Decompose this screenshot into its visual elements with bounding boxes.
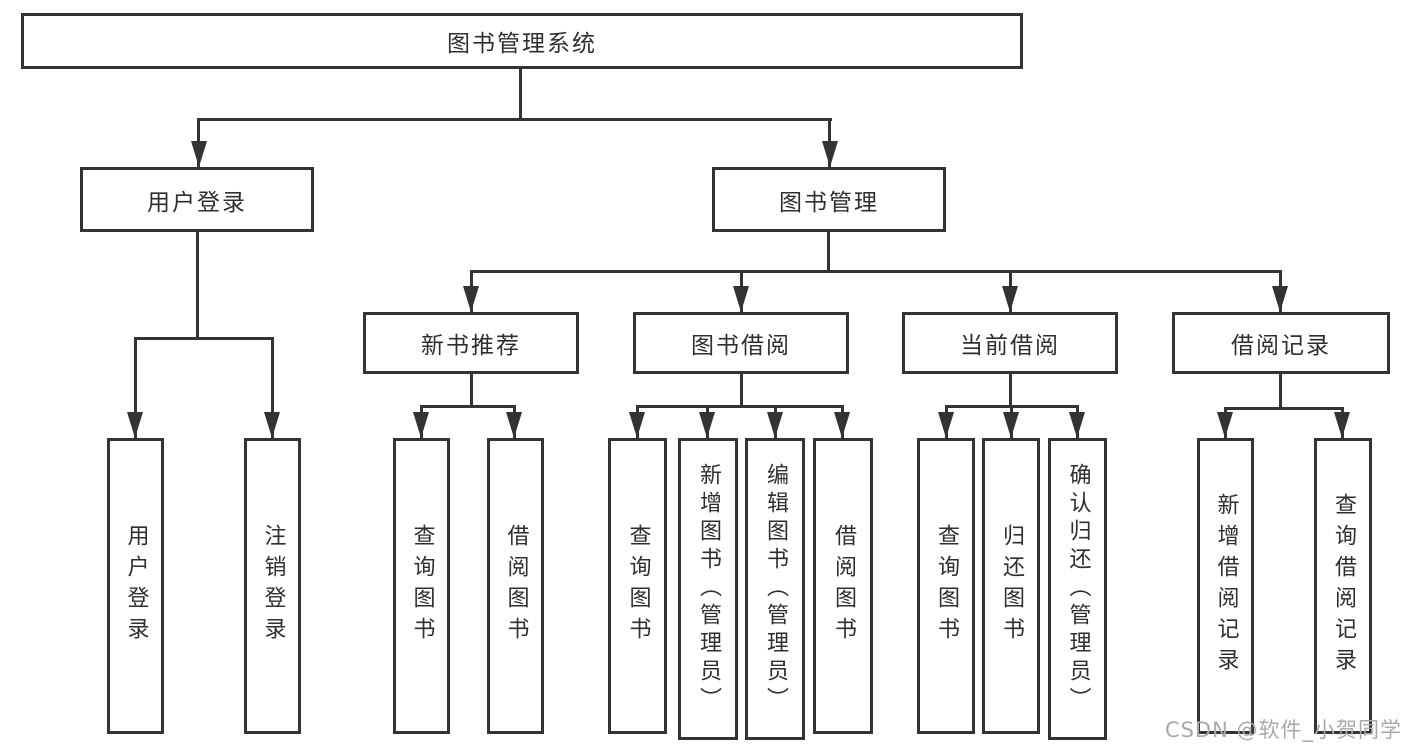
arrowhead-user-login	[191, 141, 207, 167]
leaf-query-books-newbook-label: 查询图书	[409, 524, 435, 648]
connector-borrow-stem	[740, 374, 743, 405]
arrowhead-e1	[1217, 412, 1233, 438]
leaf-user-login-label: 用户登录	[123, 524, 149, 648]
watermark: CSDN @软件_小贺同学	[1164, 718, 1402, 742]
leaf-confirm-return-admin-label: 确认归还（管理员）	[1065, 463, 1091, 715]
leaf-logout-label: 注销登录	[260, 524, 286, 648]
leaf-logout: 注销登录	[244, 438, 301, 734]
arrowhead-records	[1272, 286, 1288, 312]
leaf-borrow-books-newbook-label: 借阅图书	[503, 524, 529, 648]
node-book-borrow-label: 图书借阅	[691, 333, 791, 359]
leaf-add-borrow-record-label: 新增借阅记录	[1213, 493, 1239, 679]
node-new-book-recommend-label: 新书推荐	[421, 333, 521, 359]
arrowhead-d1	[938, 412, 954, 438]
arrowhead-leaf-logout	[264, 412, 280, 438]
arrowhead-b2	[506, 412, 522, 438]
node-user-login-label: 用户登录	[147, 189, 247, 216]
leaf-query-books-current: 查询图书	[917, 438, 975, 734]
connector-newbook-stem	[470, 374, 473, 405]
connector-root-hline	[197, 118, 832, 121]
leaf-borrow-books-newbook: 借阅图书	[487, 438, 544, 734]
arrowhead-c2	[699, 412, 715, 438]
leaf-add-book-admin-label: 新增图书（管理员）	[696, 463, 721, 715]
arrowhead-b1	[413, 412, 429, 438]
connector-root-stem	[519, 66, 522, 120]
leaf-query-books-borrow-label: 查询图书	[625, 524, 651, 648]
node-book-borrow: 图书借阅	[633, 312, 849, 374]
node-borrow-records-label: 借阅记录	[1231, 333, 1331, 359]
connector-records-hline	[1224, 407, 1344, 410]
leaf-query-borrow-record-label: 查询借阅记录	[1331, 493, 1356, 679]
arrowhead-d3	[1069, 412, 1085, 438]
arrowhead-leaf-login	[127, 412, 143, 438]
leaf-borrow-books-borrow: 借阅图书	[813, 438, 873, 734]
leaf-add-borrow-record: 新增借阅记录	[1197, 438, 1254, 734]
connector-user-stem	[196, 232, 199, 337]
leaf-edit-book-admin-label: 编辑图书（管理员）	[763, 463, 788, 715]
connector-borrow-hline	[636, 405, 844, 408]
arrowhead-book-mgmt	[822, 141, 838, 167]
arrowhead-bookborrow	[733, 286, 749, 312]
leaf-query-books-current-label: 查询图书	[934, 524, 959, 648]
leaf-return-book: 归还图书	[982, 438, 1040, 734]
connector-mgmt-stem	[827, 232, 830, 270]
node-current-borrow-label: 当前借阅	[960, 333, 1060, 359]
node-new-book-recommend: 新书推荐	[363, 312, 579, 374]
leaf-return-book-label: 归还图书	[999, 524, 1024, 648]
node-root: 图书管理系统	[21, 13, 1023, 69]
arrowhead-d2	[1003, 412, 1019, 438]
arrowhead-newbook	[463, 286, 479, 312]
leaf-query-books-newbook: 查询图书	[393, 438, 450, 734]
node-borrow-records: 借阅记录	[1172, 312, 1390, 374]
leaf-borrow-books-borrow-label: 借阅图书	[831, 524, 856, 648]
arrowhead-e2	[1334, 412, 1350, 438]
node-user-login: 用户登录	[80, 167, 314, 232]
arrowhead-c1	[629, 412, 645, 438]
connector-user-hline	[134, 337, 273, 340]
node-book-management-label: 图书管理	[779, 189, 879, 216]
leaf-edit-book-admin: 编辑图书（管理员）	[745, 438, 805, 740]
arrowhead-c4	[834, 412, 850, 438]
node-current-borrow: 当前借阅	[902, 312, 1118, 374]
connector-stem-leaf-logout	[271, 337, 274, 438]
leaf-add-book-admin: 新增图书（管理员）	[678, 438, 738, 740]
leaf-query-books-borrow: 查询图书	[608, 438, 667, 734]
connector-stem-leaf-login	[134, 337, 137, 438]
connector-mgmt-hline	[470, 270, 1282, 273]
arrowhead-currentborrow	[1002, 286, 1018, 312]
connector-current-stem	[1009, 374, 1012, 405]
leaf-query-borrow-record: 查询借阅记录	[1314, 438, 1372, 734]
connector-newbook-hline	[420, 405, 516, 408]
arrowhead-c3	[767, 412, 783, 438]
leaf-user-login: 用户登录	[107, 438, 164, 734]
leaf-confirm-return-admin: 确认归还（管理员）	[1048, 438, 1107, 740]
node-root-label: 图书管理系统	[447, 31, 597, 57]
node-book-management: 图书管理	[712, 167, 946, 232]
connector-records-stem	[1279, 374, 1282, 407]
